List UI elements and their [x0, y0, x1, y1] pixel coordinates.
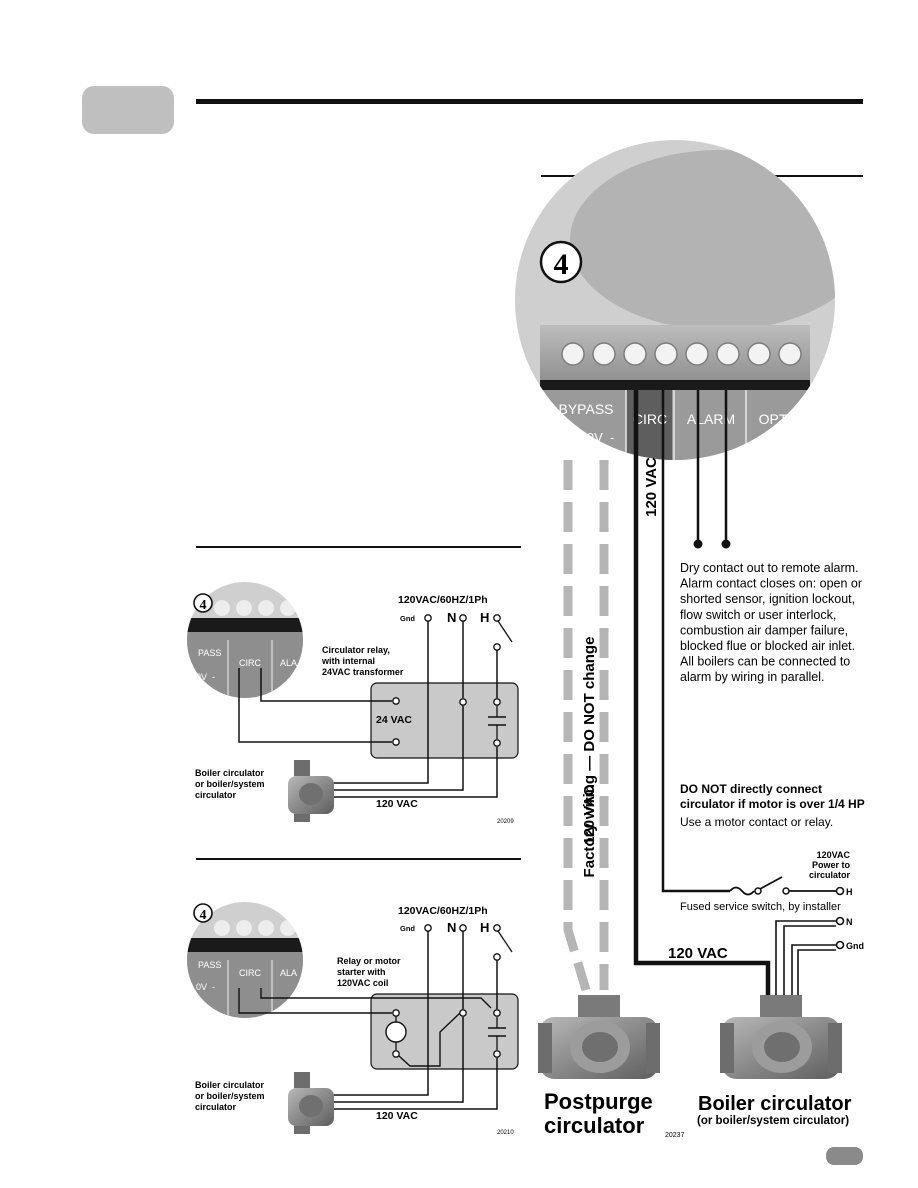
a-terminal-ala: ALA [280, 658, 297, 668]
a-terminal-ov: 0V - [196, 672, 215, 682]
divider-a [196, 546, 521, 548]
alarm-contact-2 [721, 539, 731, 549]
b-relay-box [370, 993, 519, 1070]
a-wire-label: 120 VAC [376, 798, 418, 810]
diagram-b-motor-starter: PASS CIRC ALA 0V - 4 120VAC/60HZ/1Ph Gnd… [187, 902, 519, 1136]
bypass-wire-label: 120 VAC [581, 785, 598, 845]
terminal-bypass-volts: + 120V - [558, 430, 615, 445]
switch-label: Fused service switch, by installer [680, 901, 841, 913]
b-coil-icon [385, 1021, 407, 1043]
b-h-label: H [480, 920, 489, 935]
b-figure-number: 20210 [497, 1130, 514, 1136]
a-coil-label: 24 VAC [376, 714, 412, 726]
boiler-circulator-sub: (or boiler/system circulator) [697, 1115, 849, 1127]
step-badge [539, 240, 583, 284]
terminal-bypass-label: BYPASS [559, 401, 614, 417]
terminal-screw-icon [623, 342, 647, 366]
b-step-number: 4 [200, 908, 207, 923]
terminal-screw-icon [747, 342, 771, 366]
a-supply-label: 120VAC/60HZ/1Ph [398, 594, 488, 606]
switch-blade [759, 876, 783, 890]
terminal-screw-icon [654, 342, 678, 366]
b-circulator-icon [288, 1072, 334, 1134]
divider-b [196, 858, 521, 860]
terminal-alarm-label: ALARM [687, 411, 735, 427]
postpurge-circulator-icon [538, 995, 660, 1079]
b-n-label: N [447, 920, 456, 935]
terminal-n-point [835, 916, 845, 926]
b-wire-label: 120 VAC [376, 1110, 418, 1122]
alarm-note: Dry contact out to remote alarm.Alarm co… [680, 561, 862, 684]
main-wiring-diagram: 4 BYPASS + 120V - CIRC ALARM OPT Factory… [515, 140, 865, 1139]
a-h-label: H [480, 610, 489, 625]
b-terminal-circ: CIRC [239, 968, 261, 978]
step-number: 4 [554, 248, 569, 281]
boiler-circulator-icon [720, 995, 842, 1079]
circ-wire-label: 120 VAC [643, 457, 660, 517]
a-terminal-pass: PASS [198, 648, 221, 658]
terminal-circ-label: CIRC [633, 411, 667, 427]
b-gnd-label: Gnd [400, 924, 415, 933]
a-step-number: 4 [200, 598, 207, 613]
b-terminal-ov: 0V - [196, 982, 215, 992]
section-tab [82, 86, 174, 134]
bottom-wire-label: 120 VAC [668, 945, 728, 962]
ground-wire [791, 944, 836, 995]
terminal-screw-icon [561, 342, 585, 366]
circ-wire-hot [661, 390, 730, 893]
neutral-wire [775, 920, 836, 995]
terminal-h-point [835, 886, 845, 896]
terminal-opt-label: OPT [759, 411, 788, 427]
a-relay-box [370, 682, 519, 759]
terminal-gnd-point [835, 940, 845, 950]
terminal-screw-icon [716, 342, 740, 366]
header-rule [196, 99, 863, 104]
main-figure-number: 20237 [665, 1132, 685, 1139]
page-tab [826, 1147, 863, 1165]
a-n-label: N [447, 610, 456, 625]
b-terminal-ala: ALA [280, 968, 297, 978]
boiler-circulator-label: Boiler circulator [698, 1093, 852, 1115]
terminal-screw-icon [592, 342, 616, 366]
terminal-gnd-label: Gnd [846, 941, 864, 951]
terminal-screw-icon [778, 342, 802, 366]
terminal-screw-icon [685, 342, 709, 366]
terminal-h-label: H [846, 887, 853, 897]
fuse-symbol [729, 886, 755, 896]
diagram-a-circulator-relay: PASS CIRC ALA 0V - 4 120VAC/60HZ/1Ph Gnd… [187, 582, 519, 825]
a-gnd-label: Gnd [400, 614, 415, 623]
a-circulator-icon [288, 760, 334, 822]
bypass-wire-left [563, 460, 591, 992]
terminal-n-label: N [846, 917, 853, 927]
b-supply-label: 120VAC/60HZ/1Ph [398, 905, 488, 917]
alarm-contact-1 [693, 539, 703, 549]
a-terminal-circ: CIRC [239, 658, 261, 668]
a-figure-number: 20209 [497, 819, 514, 825]
factory-wiring-label: Factory wiring — DO NOT change [581, 637, 598, 878]
b-terminal-pass: PASS [198, 960, 221, 970]
circ-wire-neutral [633, 390, 771, 995]
warning-subtitle: Use a motor contact or relay. [680, 815, 833, 829]
